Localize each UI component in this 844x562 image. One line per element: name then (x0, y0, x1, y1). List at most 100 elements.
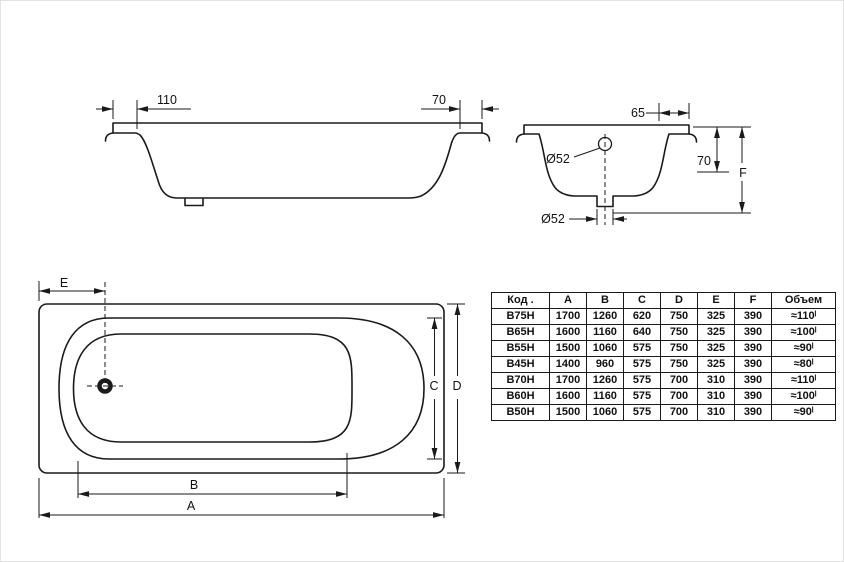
rim-curl-left (104, 132, 114, 142)
cell-volume: ≈110ˡ (771, 308, 836, 325)
spec-row-b65h: B65H 1600 1160 640 750 325 390 ≈100ˡ (491, 324, 836, 341)
cell-d: 700 (660, 372, 698, 389)
spec-row-b55h: B55H 1500 1060 575 750 325 390 ≈90ˡ (491, 340, 836, 357)
cell-volume: ≈100ˡ (771, 324, 836, 341)
cell-a: 1700 (549, 372, 587, 389)
cell-b: 960 (586, 356, 624, 373)
header-volume: Объем (771, 292, 836, 309)
dim-label-depth-70: 70 (697, 154, 711, 168)
header-code: Код . (491, 292, 550, 309)
cell-volume: ≈100ˡ (771, 388, 836, 405)
dim-label-b: B (190, 478, 198, 492)
cell-c: 640 (623, 324, 661, 341)
cell-e: 325 (697, 340, 735, 357)
cell-c: 575 (623, 372, 661, 389)
cell-e: 310 (697, 372, 735, 389)
cell-f: 390 (734, 308, 772, 325)
plan-view: E C D B A (38, 276, 465, 518)
cell-volume: ≈80ˡ (771, 356, 836, 373)
cell-a: 1500 (549, 340, 587, 357)
header-b: B (586, 292, 624, 309)
rim-curl-right (481, 132, 491, 142)
cell-code: B75H (491, 308, 550, 325)
cell-a: 1700 (549, 308, 587, 325)
cell-c: 575 (623, 388, 661, 405)
tub-section-profile (523, 124, 690, 208)
side-view: 110 70 (96, 93, 499, 207)
cell-b: 1260 (586, 308, 624, 325)
overflow-diameter-label: Ø52 (546, 152, 570, 166)
cell-e: 325 (697, 356, 735, 373)
rim-curl-left (515, 133, 525, 143)
rim-curl-right (688, 133, 698, 143)
cell-volume: ≈90ˡ (771, 404, 836, 421)
header-a: A (549, 292, 587, 309)
cell-b: 1160 (586, 388, 624, 405)
header-e: E (697, 292, 735, 309)
tub-floor (72, 333, 353, 443)
dim-label-70: 70 (432, 93, 446, 107)
spec-table-header-row: Код . A B C D E F Объем (491, 292, 836, 309)
header-c: C (623, 292, 661, 309)
spec-row-b50h: B50H 1500 1060 575 700 310 390 ≈90ˡ (491, 404, 836, 421)
cell-a: 1600 (549, 388, 587, 405)
cell-volume: ≈110ˡ (771, 372, 836, 389)
cell-c: 575 (623, 356, 661, 373)
cell-f: 390 (734, 340, 772, 357)
cell-f: 390 (734, 404, 772, 421)
cell-d: 750 (660, 356, 698, 373)
cell-c: 575 (623, 404, 661, 421)
dim-label-a: A (187, 499, 196, 513)
cell-code: B45H (491, 356, 550, 373)
cell-e: 310 (697, 404, 735, 421)
tub-foot (184, 197, 204, 207)
cell-d: 750 (660, 340, 698, 357)
cell-b: 1260 (586, 372, 624, 389)
cell-c: 575 (623, 340, 661, 357)
cell-c: 620 (623, 308, 661, 325)
spec-table: Код . A B C D E F Объем B75H 1700 1260 6… (491, 292, 836, 421)
dim-label-e: E (60, 276, 68, 290)
cell-code: B60H (491, 388, 550, 405)
cell-e: 325 (697, 324, 735, 341)
cell-d: 700 (660, 404, 698, 421)
dim-label-d: D (452, 379, 461, 393)
dim-label-c: C (429, 379, 438, 393)
cell-code: B55H (491, 340, 550, 357)
cell-f: 390 (734, 356, 772, 373)
spec-row-b75h: B75H 1700 1260 620 750 325 390 ≈110ˡ (491, 308, 836, 325)
cell-e: 325 (697, 308, 735, 325)
tub-profile (112, 122, 483, 199)
drain-diameter-label: Ø52 (541, 212, 565, 226)
cell-e: 310 (697, 388, 735, 405)
cell-b: 1060 (586, 340, 624, 357)
dim-label-f: F (739, 166, 747, 180)
cell-code: B70H (491, 372, 550, 389)
cell-code: B50H (491, 404, 550, 421)
header-d: D (660, 292, 698, 309)
cell-a: 1500 (549, 404, 587, 421)
cell-volume: ≈90ˡ (771, 340, 836, 357)
cell-a: 1600 (549, 324, 587, 341)
spec-row-b60h: B60H 1600 1160 575 700 310 390 ≈100ˡ (491, 388, 836, 405)
tub-inner-rim (58, 317, 425, 460)
cell-d: 700 (660, 388, 698, 405)
spec-row-b70h: B70H 1700 1260 575 700 310 390 ≈110ˡ (491, 372, 836, 389)
cell-f: 390 (734, 388, 772, 405)
cell-f: 390 (734, 372, 772, 389)
tub-outer-rim (38, 303, 445, 474)
cell-b: 1060 (586, 404, 624, 421)
dim-label-110: 110 (157, 93, 177, 107)
leader-line (573, 147, 601, 158)
spec-row-b45h: B45H 1400 960 575 750 325 390 ≈80ˡ (491, 356, 836, 373)
cell-b: 1160 (586, 324, 624, 341)
cell-code: B65H (491, 324, 550, 341)
cell-a: 1400 (549, 356, 587, 373)
header-f: F (734, 292, 772, 309)
dim-label-65: 65 (631, 106, 645, 120)
cross-section: 65 Ø52 70 F Ø52 (515, 103, 751, 226)
cell-d: 750 (660, 308, 698, 325)
cell-f: 390 (734, 324, 772, 341)
